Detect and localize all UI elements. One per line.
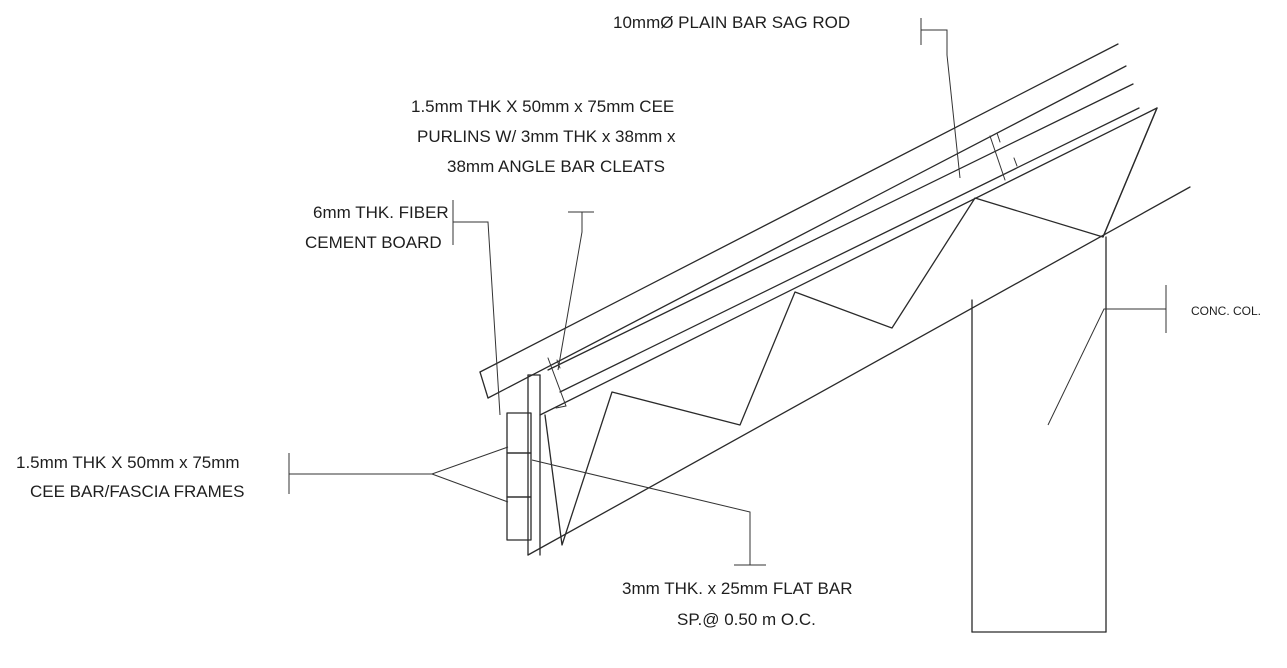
- concrete-column: [971, 236, 1107, 633]
- sag-rod-label: 10mmØ PLAIN BAR SAG ROD: [613, 13, 850, 32]
- leader-lines: [288, 18, 1167, 566]
- flat-bar-label-line-1: 3mm THK. x 25mm FLAT BAR: [622, 579, 853, 598]
- truss-bottom-chord: [527, 186, 1191, 556]
- truss-web-members: [544, 107, 1158, 546]
- fascia-label-line-1: 1.5mm THK X 50mm x 75mm: [16, 453, 240, 472]
- column-label: CONC. COL.: [1191, 304, 1261, 318]
- purlins-label-line-3: 38mm ANGLE BAR CLEATS: [447, 157, 665, 176]
- fiber-board-label-line-2: CEMENT BOARD: [305, 233, 442, 252]
- purlins-label-line-1: 1.5mm THK X 50mm x 75mm CEE: [411, 97, 674, 116]
- annotations: 10mmØ PLAIN BAR SAG ROD 1.5mm THK X 50mm…: [16, 13, 1261, 629]
- fascia-label-line-2: CEE BAR/FASCIA FRAMES: [30, 482, 244, 501]
- fiber-board-label-line-1: 6mm THK. FIBER: [313, 203, 449, 222]
- truss-top-chord: [539, 107, 1158, 416]
- roof-slope-lines: [479, 43, 1140, 399]
- flat-bar-label-line-2: SP.@ 0.50 m O.C.: [677, 610, 816, 629]
- purlin-cleats: [547, 132, 1018, 409]
- purlins-label-line-2: PURLINS W/ 3mm THK x 38mm x: [417, 127, 676, 146]
- fascia-frame: [506, 374, 541, 556]
